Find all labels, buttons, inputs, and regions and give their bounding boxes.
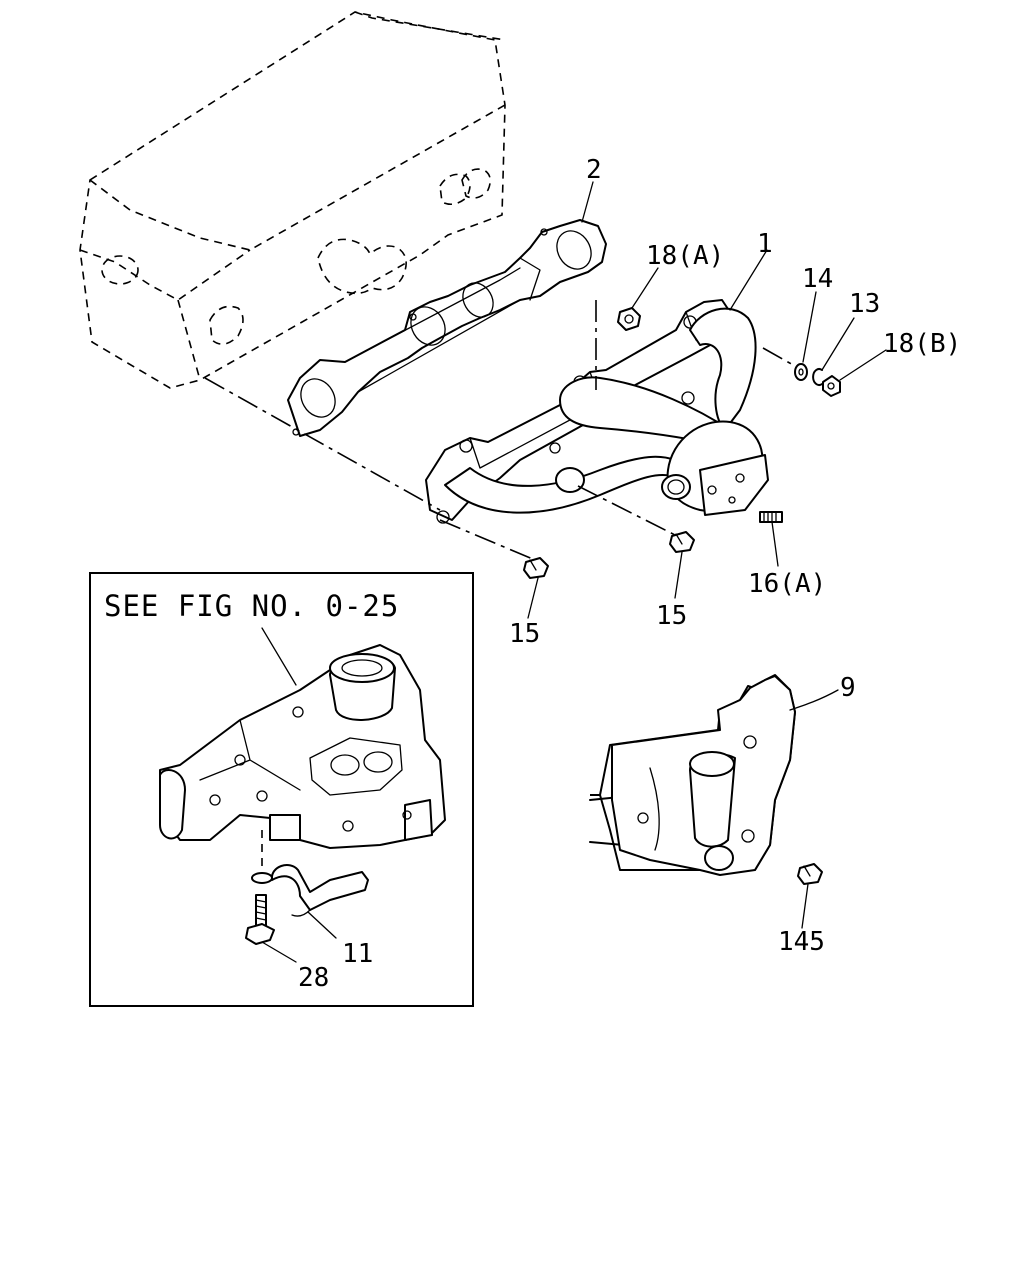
callout-15-left: 15: [509, 619, 540, 649]
washer-14: [794, 363, 808, 381]
cylinder-head-outline: [79, 11, 506, 389]
callout-9: 9: [840, 673, 856, 703]
manifold-gasket: [287, 219, 607, 437]
lock-washer-13: [812, 368, 823, 386]
callout-18a: 18(A): [646, 241, 724, 271]
leader-lines: [261, 181, 887, 963]
washer-28: [251, 872, 273, 884]
bolt-15-left: [523, 557, 549, 579]
callout-13: 13: [849, 289, 880, 319]
bolt-15-right: [669, 531, 695, 553]
exhaust-manifold: [425, 299, 769, 524]
bolt-28: [245, 894, 275, 945]
bolt-145: [797, 863, 823, 885]
nut-18a: [617, 307, 641, 331]
callout-28: 28: [298, 963, 329, 993]
bracket-11: [270, 864, 369, 917]
callout-1: 1: [757, 229, 773, 259]
callout-2: 2: [586, 155, 602, 185]
callout-14: 14: [802, 264, 833, 294]
heat-shield: [589, 674, 796, 876]
callout-18b: 18(B): [883, 329, 961, 359]
callout-15-right: 15: [656, 601, 687, 631]
nut-18b: [822, 375, 841, 397]
callout-11: 11: [342, 939, 373, 969]
intake-manifold-sketch: [159, 644, 446, 849]
assembly-centerlines: [204, 300, 803, 872]
reference-box: SEE FIG NO. 0-25: [89, 572, 474, 1007]
reference-box-text: SEE FIG NO. 0-25: [104, 589, 399, 623]
callout-labels: 2 1 18(A) 14 13 18(B) 16(A) 15 15 9 11 2…: [298, 155, 961, 993]
callout-16a: 16(A): [748, 569, 826, 599]
callout-145: 145: [778, 927, 825, 957]
stud-16a: [759, 511, 783, 523]
